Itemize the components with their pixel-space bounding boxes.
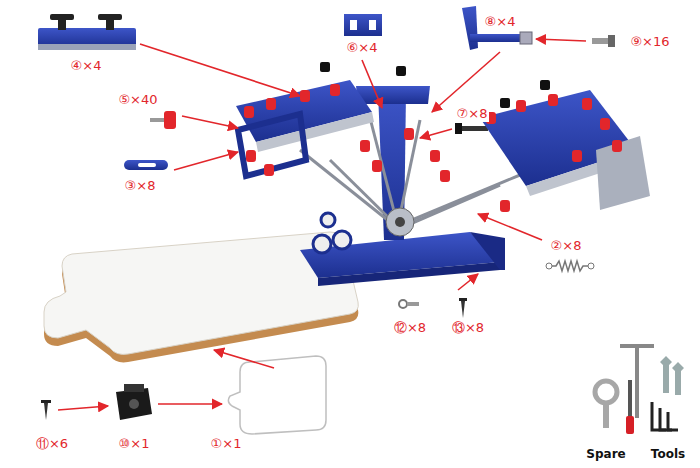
leader-arrow xyxy=(158,403,222,405)
group-label: Spare xyxy=(584,446,627,462)
callout-number: ⑨×16 xyxy=(628,34,671,50)
bracket-part xyxy=(116,384,152,420)
callout-number: ⑤×40 xyxy=(116,92,159,108)
clamp-part xyxy=(38,14,136,50)
tools-set xyxy=(620,344,684,434)
bolt-part xyxy=(455,123,488,134)
eyebolt-part xyxy=(399,300,419,308)
leader-arrow xyxy=(174,152,238,170)
arm-part xyxy=(462,6,532,50)
spring-part xyxy=(546,261,594,271)
callout-number: ④×4 xyxy=(69,58,104,74)
leader-arrow xyxy=(362,60,382,108)
leader-arrow xyxy=(458,274,478,290)
callout-number: ⑬×8 xyxy=(450,320,486,336)
leader-arrow xyxy=(140,44,300,96)
callout-number: ②×8 xyxy=(549,238,584,254)
callout-number: ⑥×4 xyxy=(345,40,380,56)
callout-number: ⑧×4 xyxy=(483,14,518,30)
callout-number: ③×8 xyxy=(123,178,158,194)
bracket-part xyxy=(344,14,382,36)
plate-part xyxy=(124,160,168,170)
leader-arrow xyxy=(58,406,108,410)
bolt-part xyxy=(592,35,615,47)
callout-number: ⑪×6 xyxy=(34,436,70,452)
callout-number: ⑦×8 xyxy=(455,106,490,122)
callout-number: ①×1 xyxy=(209,436,244,452)
screw-part xyxy=(459,298,467,318)
callout-number: ⑩×1 xyxy=(117,436,152,452)
leader-arrow xyxy=(536,39,586,41)
callout-number: ⑫×8 xyxy=(392,320,428,336)
leader-arrow xyxy=(182,116,238,128)
small-platen xyxy=(228,356,326,434)
screw-part xyxy=(41,400,51,420)
leader-arrow xyxy=(420,129,452,138)
spare-eyebolt xyxy=(595,381,617,428)
leader-arrow xyxy=(214,350,274,368)
leader-arrow xyxy=(432,52,500,112)
leader-arrow xyxy=(478,214,542,240)
knob-part xyxy=(150,111,176,129)
group-label: Tools xyxy=(649,446,687,462)
